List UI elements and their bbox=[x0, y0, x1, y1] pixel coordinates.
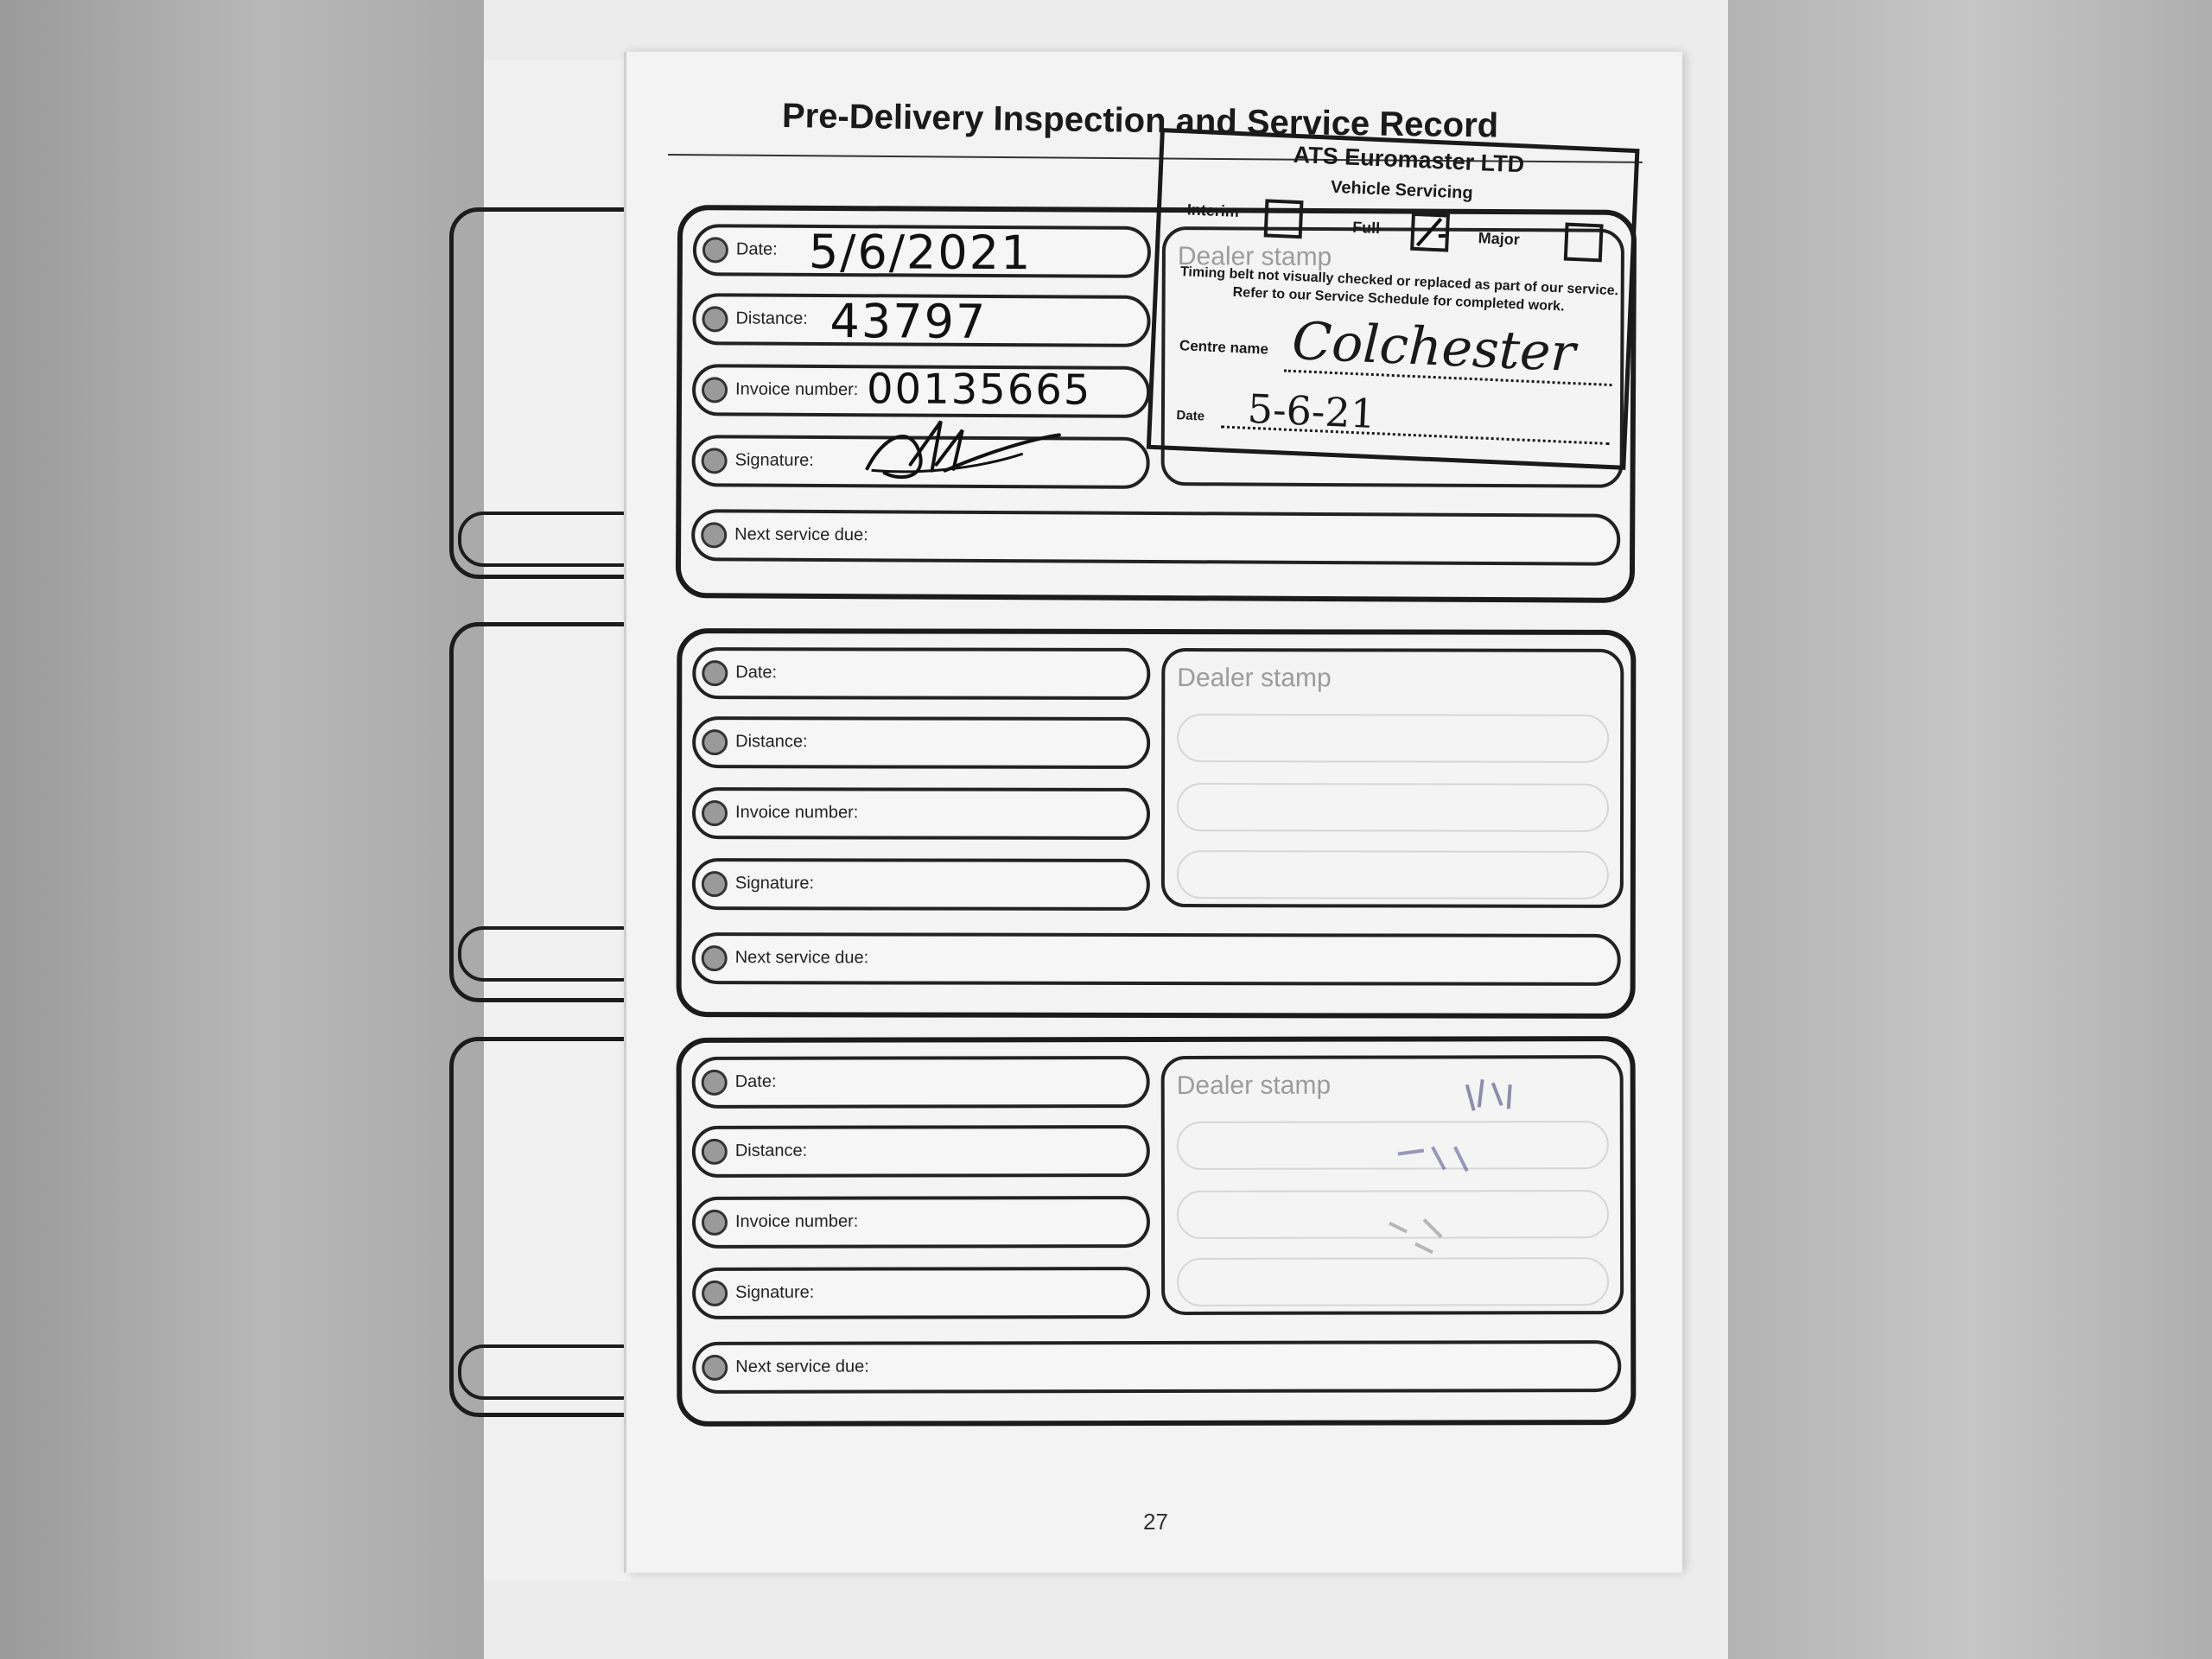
bullet-icon bbox=[702, 660, 728, 687]
full-checkbox-checked bbox=[1410, 212, 1484, 252]
next-service-field: Next service due: bbox=[691, 932, 1621, 986]
date-handwritten: 5/6/2021 bbox=[808, 224, 1033, 281]
invoice-label: Invoice number: bbox=[735, 803, 859, 823]
facing-pill bbox=[458, 926, 648, 982]
bullet-icon bbox=[701, 377, 728, 404]
ink-smudge-marks bbox=[1389, 1079, 1512, 1255]
signature-label: Signature: bbox=[734, 450, 814, 470]
dealer-stamp-label: Dealer stamp bbox=[1177, 664, 1332, 693]
facing-pill bbox=[458, 1344, 648, 1400]
stamp-note: Timing belt not visually checked or repl… bbox=[1179, 264, 1619, 315]
bullet-icon bbox=[701, 448, 728, 474]
date-field: Date: bbox=[691, 1056, 1150, 1109]
check-mark-icon bbox=[1415, 217, 1484, 247]
date-field: Date: bbox=[692, 647, 1151, 700]
bullet-icon bbox=[701, 871, 728, 898]
bullet-icon bbox=[702, 1280, 728, 1306]
bullet-icon bbox=[701, 945, 728, 972]
show-through-pill bbox=[1177, 714, 1610, 763]
date-label: Date: bbox=[735, 663, 778, 683]
distance-field: Distance: bbox=[692, 716, 1151, 769]
bullet-icon bbox=[702, 306, 728, 333]
date-field: Date: 5/6/2021 bbox=[692, 224, 1152, 281]
dealer-stamp-box: Dealer stamp bbox=[1160, 1055, 1624, 1315]
facing-page bbox=[449, 60, 1028, 1581]
background-left bbox=[0, 0, 484, 1659]
signature-label: Signature: bbox=[734, 874, 815, 893]
distance-field: Distance: bbox=[691, 1125, 1150, 1178]
handwritten-signature bbox=[865, 420, 1061, 480]
next-service-label: Next service due: bbox=[734, 524, 868, 545]
stamp-date-label: Date bbox=[1176, 408, 1205, 424]
major-checkbox bbox=[1563, 222, 1604, 263]
distance-handwritten: 43797 bbox=[830, 294, 988, 349]
stamp-option-interim: Interim bbox=[1186, 200, 1240, 221]
stamp-date-line bbox=[1220, 425, 1610, 446]
signature-field: Signature: bbox=[691, 858, 1150, 911]
invoice-handwritten: 00135665 bbox=[866, 365, 1092, 415]
service-record-1: Date: 5/6/2021 Distance: 43797 Invoice n… bbox=[675, 205, 1637, 603]
dealer-stamp-label: Dealer stamp bbox=[1176, 1071, 1332, 1100]
stamp-company: ATS Euromaster LTD bbox=[1293, 141, 1525, 178]
signature-field: Signature: bbox=[692, 1267, 1151, 1319]
invoice-field: Invoice number: 00135665 bbox=[691, 364, 1151, 418]
next-service-field: Next service due: bbox=[691, 509, 1621, 566]
bullet-icon bbox=[702, 1354, 728, 1381]
next-service-label: Next service due: bbox=[735, 1357, 869, 1376]
show-through-pill bbox=[1176, 850, 1609, 899]
bullet-icon bbox=[701, 522, 728, 549]
service-record-2: Date: Distance: Invoice number: Signatur… bbox=[676, 628, 1637, 1019]
stamp-option-major: Major bbox=[1478, 229, 1521, 249]
stamp-option-full: Full bbox=[1351, 218, 1381, 238]
ats-euromaster-stamp: ATS Euromaster LTD Vehicle Servicing Int… bbox=[1146, 128, 1640, 470]
invoice-field: Invoice number: bbox=[691, 787, 1151, 840]
date-label: Date: bbox=[735, 239, 778, 259]
page-number: 27 bbox=[1143, 1509, 1168, 1535]
bullet-icon bbox=[701, 1209, 728, 1236]
bullet-icon bbox=[701, 1138, 728, 1165]
invoice-field: Invoice number: bbox=[691, 1196, 1151, 1249]
bullet-icon bbox=[701, 800, 728, 827]
centre-name-label: Centre name bbox=[1179, 337, 1269, 358]
facing-pill bbox=[458, 512, 648, 567]
bullet-icon bbox=[702, 729, 728, 756]
stamp-subtitle: Vehicle Servicing bbox=[1330, 177, 1474, 203]
distance-label: Distance: bbox=[735, 308, 808, 328]
bullet-icon bbox=[701, 1069, 728, 1096]
distance-label: Distance: bbox=[735, 732, 808, 752]
interim-checkbox bbox=[1263, 199, 1304, 239]
invoice-label: Invoice number: bbox=[734, 1211, 859, 1231]
next-service-label: Next service due: bbox=[734, 948, 869, 968]
next-service-field: Next service due: bbox=[692, 1340, 1622, 1394]
distance-field: Distance: 43797 bbox=[692, 293, 1151, 349]
service-record-3: Date: Distance: Invoice number: Signatur… bbox=[676, 1036, 1637, 1427]
invoice-label: Invoice number: bbox=[735, 379, 859, 400]
date-label: Date: bbox=[734, 1071, 777, 1091]
record-page: Pre-Delivery Inspection and Service Reco… bbox=[624, 52, 1682, 1573]
background-right bbox=[1728, 0, 2212, 1659]
dealer-stamp-box: Dealer stamp bbox=[1160, 648, 1624, 908]
show-through-pill bbox=[1176, 783, 1610, 832]
distance-label: Distance: bbox=[734, 1141, 808, 1160]
signature-label: Signature: bbox=[735, 1282, 815, 1302]
bullet-icon bbox=[702, 237, 729, 264]
